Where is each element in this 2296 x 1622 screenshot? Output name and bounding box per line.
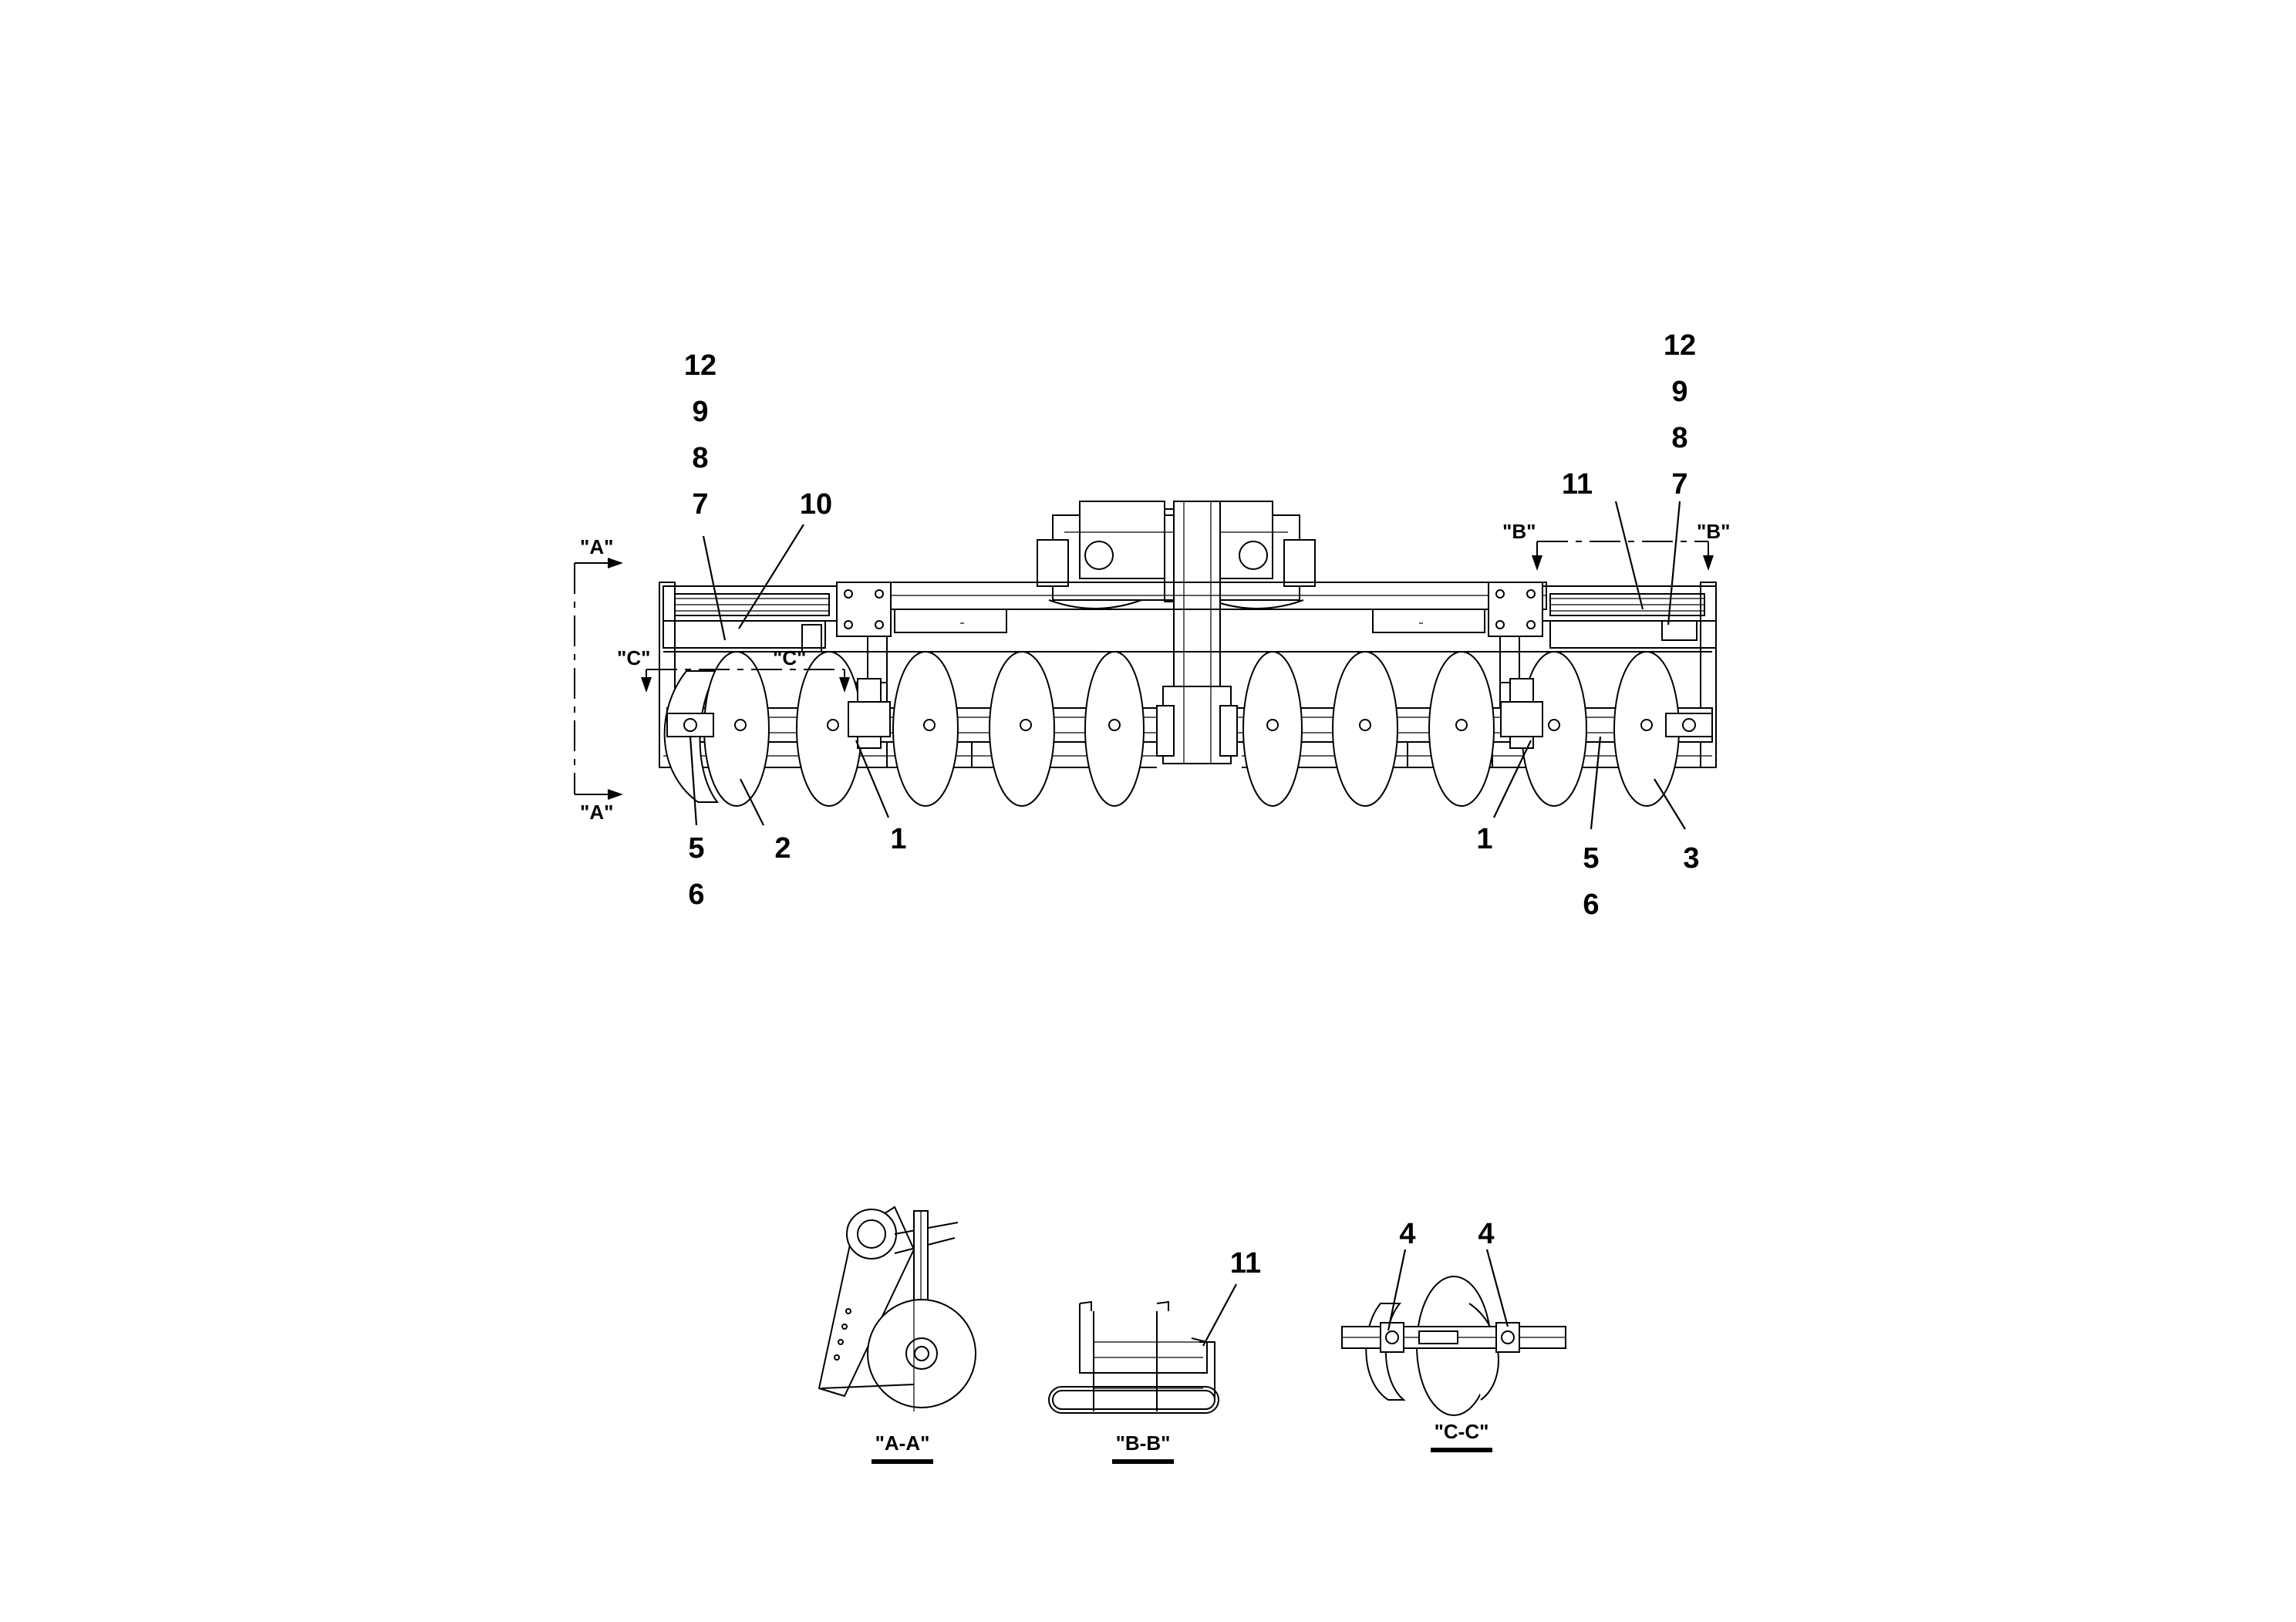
- section-b-cut-line: "B" "B": [1502, 520, 1730, 571]
- callout-9-right: 9: [1671, 376, 1687, 408]
- callout-6-right: 6: [1583, 889, 1599, 921]
- center-drive-housing: [1037, 501, 1316, 764]
- section-b-label-right: "B": [1697, 520, 1730, 543]
- section-view-b-b: 11 "B-B": [1048, 1247, 1261, 1464]
- callout-7-left: 7: [692, 488, 708, 521]
- leader-lines-main: [689, 501, 1686, 830]
- side-frame-right: [1488, 582, 1717, 718]
- callout-4-left: 4: [1399, 1218, 1415, 1250]
- section-view-a-a: "A-A": [818, 1206, 976, 1464]
- view-title-a-a: "A-A": [875, 1431, 930, 1455]
- auger-flights-right: [1219, 651, 1680, 807]
- callout-5-left: 5: [688, 832, 704, 865]
- callout-2: 2: [774, 832, 791, 865]
- view-title-c-c: "C-C": [1435, 1420, 1489, 1443]
- callout-1-left: 1: [890, 823, 906, 855]
- callout-8-right: 8: [1671, 422, 1687, 454]
- callout-11-view-b: 11: [1230, 1247, 1261, 1280]
- section-c-cut-line: "C" "C": [617, 646, 850, 693]
- view-title-b-b: "B-B": [1116, 1431, 1171, 1455]
- callout-5-right: 5: [1583, 842, 1599, 875]
- section-c-label-left: "C": [617, 646, 650, 669]
- callout-1-right: 1: [1476, 823, 1492, 855]
- bearing-hanger-left: [848, 678, 891, 749]
- callout-3: 3: [1683, 842, 1699, 875]
- callout-7-right: 7: [1671, 468, 1687, 501]
- callout-4-right: 4: [1478, 1218, 1494, 1250]
- callout-9-left: 9: [692, 396, 708, 428]
- callout-11-main: 11: [1562, 468, 1593, 501]
- callout-stack-left: 12 9 8 7: [684, 349, 716, 521]
- side-frame-left: [663, 582, 892, 718]
- auger-assembly-main-view: "A" "A" "C" "C" "B" "B": [574, 329, 1730, 921]
- section-c-label-right: "C": [773, 646, 806, 669]
- section-a-cut-line: "A" "A": [574, 535, 623, 824]
- section-a-label-top: "A": [580, 535, 613, 558]
- callout-10: 10: [800, 488, 832, 521]
- callout-stack-right: 12 9 8 7: [1664, 329, 1696, 501]
- auger-flights-left: [663, 651, 1175, 807]
- callout-8-left: 8: [692, 442, 708, 474]
- bearing-hanger-right: [1500, 678, 1543, 749]
- section-b-label-left: "B": [1502, 520, 1536, 543]
- callout-12-right: 12: [1664, 329, 1696, 362]
- callout-6-left: 6: [688, 878, 704, 911]
- callout-12-left: 12: [684, 349, 716, 382]
- section-a-label-bottom: "A": [580, 801, 613, 824]
- section-view-c-c: 4 4 "C-C": [1341, 1218, 1566, 1452]
- auger-shaft-hubs: [666, 713, 1713, 737]
